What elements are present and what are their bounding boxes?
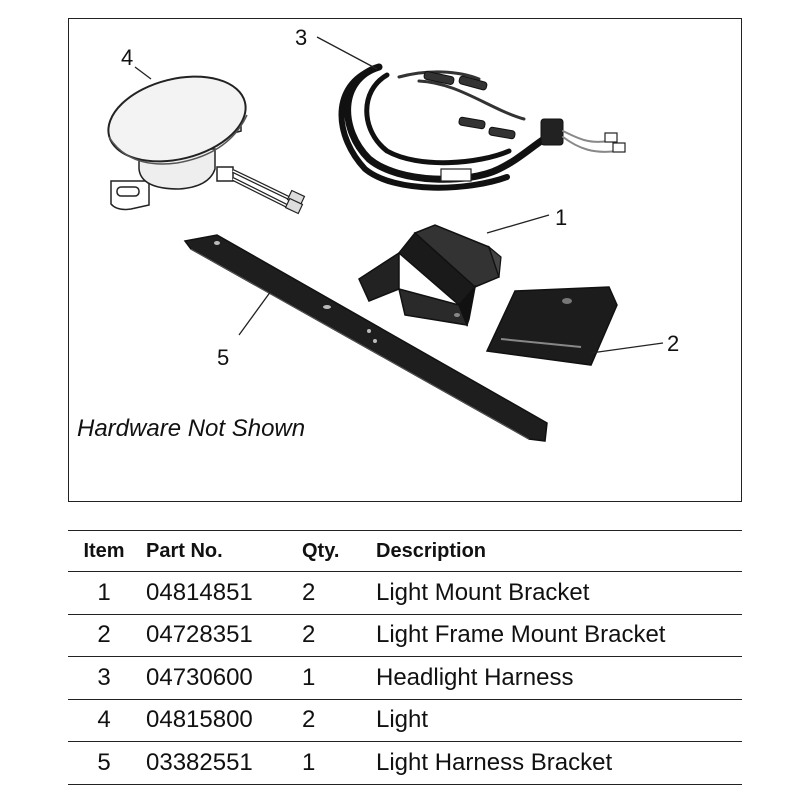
cell-qty: 2 xyxy=(294,699,374,742)
header-qty: Qty. xyxy=(294,530,374,572)
light-harness-bracket-icon xyxy=(183,234,548,442)
table-row: 5 03382551 1 Light Harness Bracket xyxy=(68,741,742,785)
cell-description: Light Frame Mount Bracket xyxy=(374,614,742,657)
callout-2: 2 xyxy=(667,331,680,356)
light-mount-bracket-icon xyxy=(358,224,502,328)
cell-description: Light Harness Bracket xyxy=(374,741,742,785)
leader-line-4 xyxy=(134,66,152,80)
callout-1: 1 xyxy=(555,205,568,230)
cell-part-no: 04815800 xyxy=(140,699,294,742)
table-row: 4 04815800 2 Light xyxy=(68,699,742,742)
cell-part-no: 03382551 xyxy=(140,741,294,785)
header-part-no: Part No. xyxy=(140,530,294,572)
cell-qty: 2 xyxy=(294,614,374,657)
cell-part-no: 04728351 xyxy=(140,614,294,657)
callout-3: 3 xyxy=(295,25,308,50)
cell-part-no: 04814851 xyxy=(140,571,294,615)
cell-qty: 1 xyxy=(294,741,374,785)
light-icon xyxy=(107,75,306,215)
callout-5: 5 xyxy=(217,345,230,370)
cell-item: 2 xyxy=(68,614,140,657)
hardware-note: Hardware Not Shown xyxy=(77,415,306,442)
table-row: 1 04814851 2 Light Mount Bracket xyxy=(68,571,742,615)
cell-description: Light Mount Bracket xyxy=(374,571,742,615)
table-header-row: Item Part No. Qty. Description xyxy=(68,530,742,572)
cell-item: 4 xyxy=(68,699,140,742)
cell-item: 5 xyxy=(68,741,140,785)
leader-line-2 xyxy=(590,342,664,354)
leader-line-1 xyxy=(486,214,550,234)
cell-item: 3 xyxy=(68,656,140,700)
callout-4: 4 xyxy=(121,45,134,70)
header-description: Description xyxy=(374,530,742,572)
cell-description: Light xyxy=(374,699,742,742)
cell-part-no: 04730600 xyxy=(140,656,294,700)
cell-qty: 2 xyxy=(294,571,374,615)
table-row: 2 04728351 2 Light Frame Mount Bracket xyxy=(68,614,742,657)
cell-qty: 1 xyxy=(294,656,374,700)
header-item: Item xyxy=(68,530,140,572)
leader-line-5 xyxy=(238,290,272,336)
light-frame-mount-bracket-icon xyxy=(485,286,618,366)
parts-drawing xyxy=(107,36,664,442)
cell-item: 1 xyxy=(68,571,140,615)
parts-table: Item Part No. Qty. Description 1 0481485… xyxy=(68,530,742,785)
parts-illustration: 3 4 1 2 5 Hardware Not Shown xyxy=(68,18,742,502)
cell-description: Headlight Harness xyxy=(374,656,742,700)
leader-line-3 xyxy=(316,36,378,70)
headlight-harness-icon xyxy=(338,63,626,191)
table-row: 3 04730600 1 Headlight Harness xyxy=(68,656,742,700)
